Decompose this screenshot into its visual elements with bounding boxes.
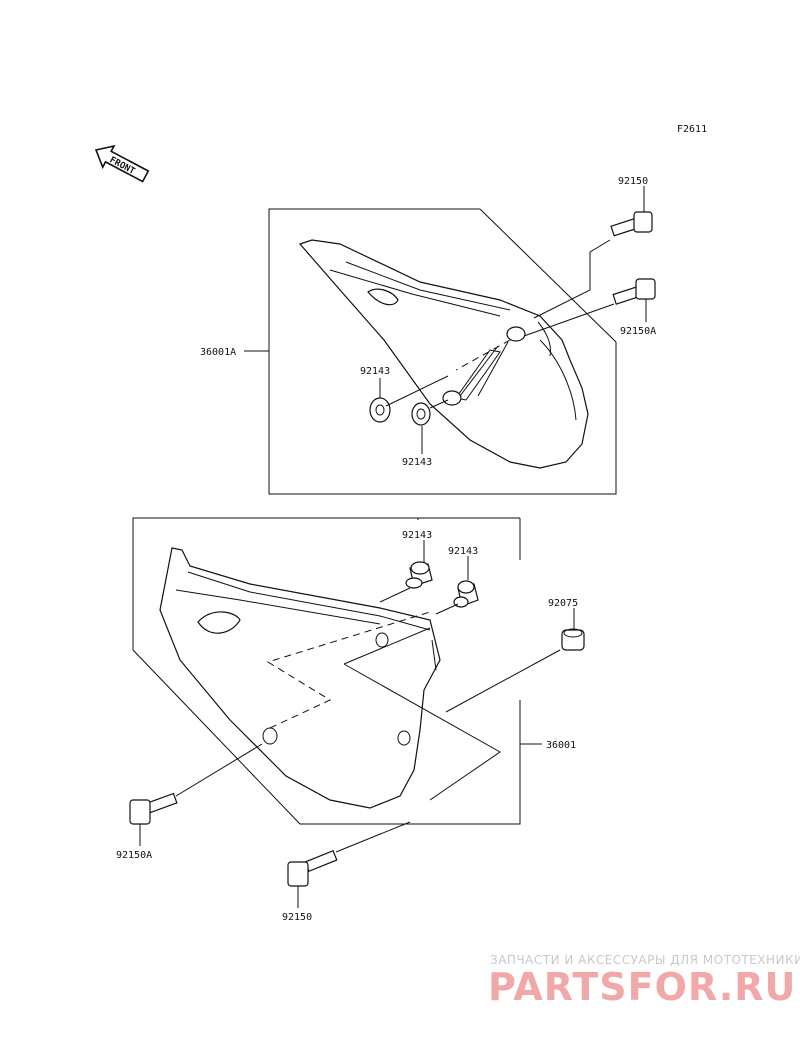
upper-bolt-92150: [610, 211, 653, 237]
upper-grommet-1-label: 92143: [360, 366, 390, 377]
upper-group: 36001A 92150 92150A 92143 92143: [200, 176, 656, 495]
lower-grommet-2-label: 92143: [448, 546, 478, 557]
front-arrow-label: FRONT: [108, 155, 137, 177]
lower-group: 92143 92143 92075 36001 92150A 92150: [116, 517, 585, 923]
watermark-tagline: ЗАПЧАСТИ И АКСЕССУАРЫ ДЛЯ МОТОТЕХНИКИ: [490, 953, 800, 967]
upper-side-cover: [298, 239, 589, 469]
figure-code: F2611: [677, 124, 707, 135]
watermark: ЗАПЧАСТИ И АКСЕССУАРЫ ДЛЯ МОТОТЕХНИКИ PA…: [488, 953, 800, 1009]
lower-side-cover: [159, 547, 441, 809]
upper-collar-bottom: [442, 390, 462, 406]
lower-damper-label: 92075: [548, 598, 578, 609]
upper-cover-label: 36001A: [200, 347, 236, 358]
lower-grommet-1-label: 92143: [402, 530, 432, 541]
lower-cover-label: 36001: [546, 740, 576, 751]
upper-collar-top: [506, 326, 526, 342]
lower-damper-92075: [561, 628, 585, 651]
upper-bolt-92150a: [612, 278, 656, 305]
lower-bolt-b-label: 92150: [282, 912, 312, 923]
lower-bolt-a-label: 92150A: [116, 850, 152, 861]
upper-bolt-a-label: 92150: [618, 176, 648, 187]
lower-bolt-92150: [287, 849, 338, 887]
upper-grommet-2: [411, 402, 431, 426]
watermark-brand: PARTSFOR.RU: [488, 965, 796, 1009]
front-arrow-icon: FRONT: [94, 144, 150, 183]
upper-frame: [268, 208, 617, 495]
lower-grommet-2: [453, 580, 479, 608]
lower-grommet-1: [405, 561, 433, 589]
upper-bolt-b-label: 92150A: [620, 326, 656, 337]
upper-grommet-1: [369, 397, 391, 423]
upper-grommet-2-label: 92143: [402, 457, 432, 468]
lower-bolt-92150a: [129, 792, 178, 825]
